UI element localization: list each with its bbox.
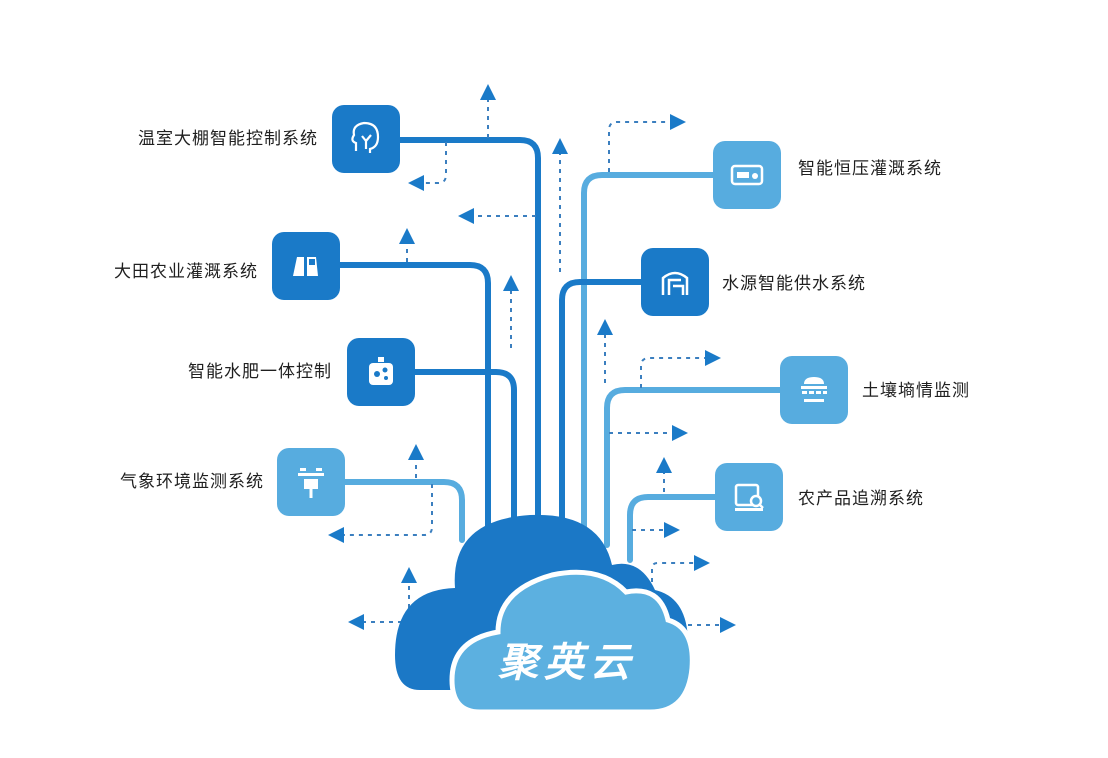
trace-search-icon [734,483,764,511]
pressure-gauge-icon [730,164,764,186]
line-soil [604,387,783,548]
line-fertilizer [412,369,517,533]
tile-field [272,232,340,300]
left-connector-lines [337,137,541,543]
line-field [337,262,491,533]
tile-trace [715,463,783,531]
node-label-fertilizer: 智能水肥一体控制 [188,362,332,382]
soil-sensor-icon [801,377,827,402]
tile-soil [780,356,848,424]
line-pressure [581,172,716,543]
line-trace [627,494,718,563]
node-label-water-supply: 水源智能供水系统 [722,274,866,294]
node-label-weather: 气象环境监测系统 [120,472,264,492]
dotted-arrows [328,84,736,633]
head-plant-icon [351,121,380,153]
right-connector-lines [559,172,783,563]
tile-water [641,248,709,316]
weather-station-icon [298,468,324,498]
field-irrigation-icon [293,257,318,276]
line-water [559,279,644,533]
node-label-field-irrigation: 大田农业灌溉系统 [114,262,258,282]
fertilizer-tank-icon [369,357,393,385]
cloud-front [449,569,695,715]
center-cloud-label: 聚英云 [498,640,636,686]
line-weather [342,479,465,543]
node-label-pressure-irrigation: 智能恒压灌溉系统 [798,159,942,179]
water-house-icon [661,271,689,295]
node-label-soil-moisture: 土壤墒情监测 [862,381,970,401]
cloud-icon [395,514,695,715]
line-greenhouse [397,137,541,533]
node-label-traceability: 农产品追溯系统 [798,489,924,509]
node-label-greenhouse: 温室大棚智能控制系统 [138,129,318,149]
